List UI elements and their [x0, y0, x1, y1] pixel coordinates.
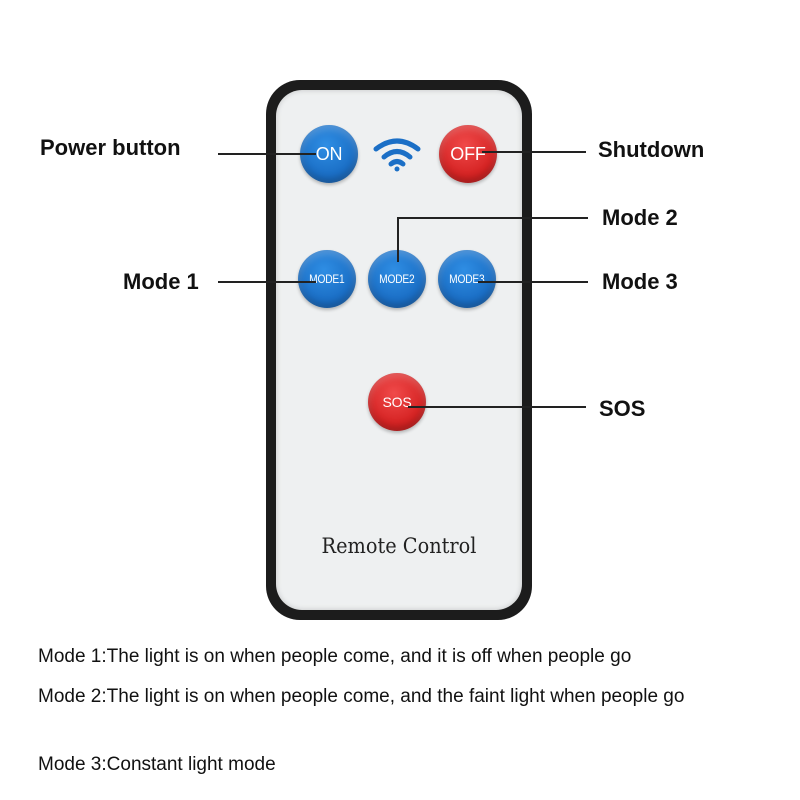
remote-title: Remote Control [321, 534, 477, 558]
wifi-icon [373, 138, 421, 172]
mode2-button-label: MODE2 [379, 272, 415, 286]
leader-line-sos [408, 406, 586, 408]
callout-mode2: Mode 2 [602, 205, 678, 230]
off-button[interactable]: OFF [439, 125, 497, 183]
sos-button[interactable]: SOS [368, 373, 426, 431]
on-button-label: ON [315, 143, 343, 164]
leader-line-mode2-vertical [397, 217, 399, 262]
leader-line-mode2-horizontal [397, 217, 588, 219]
callout-mode3: Mode 3 [602, 269, 678, 294]
description-mode2: Mode 2:The light is on when people come,… [38, 686, 685, 707]
description-mode1: Mode 1:The light is on when people come,… [38, 646, 632, 667]
leader-line-mode1 [218, 281, 316, 283]
off-button-label: OFF [450, 143, 486, 164]
description-mode3: Mode 3:Constant light mode [38, 754, 276, 775]
mode1-button-label: MODE1 [309, 272, 345, 286]
leader-line-shutdown [482, 151, 586, 153]
leader-line-mode3 [478, 281, 588, 283]
callout-shutdown: Shutdown [598, 137, 705, 162]
sos-button-label: SOS [382, 394, 412, 410]
mode3-button-label: MODE3 [449, 272, 485, 286]
mode3-button[interactable]: MODE3 [438, 250, 496, 308]
mode1-button[interactable]: MODE1 [298, 250, 356, 308]
leader-line-power [218, 153, 316, 155]
callout-mode1: Mode 1 [123, 269, 199, 294]
callout-power-button: Power button [40, 135, 181, 160]
callout-sos: SOS [599, 396, 646, 421]
